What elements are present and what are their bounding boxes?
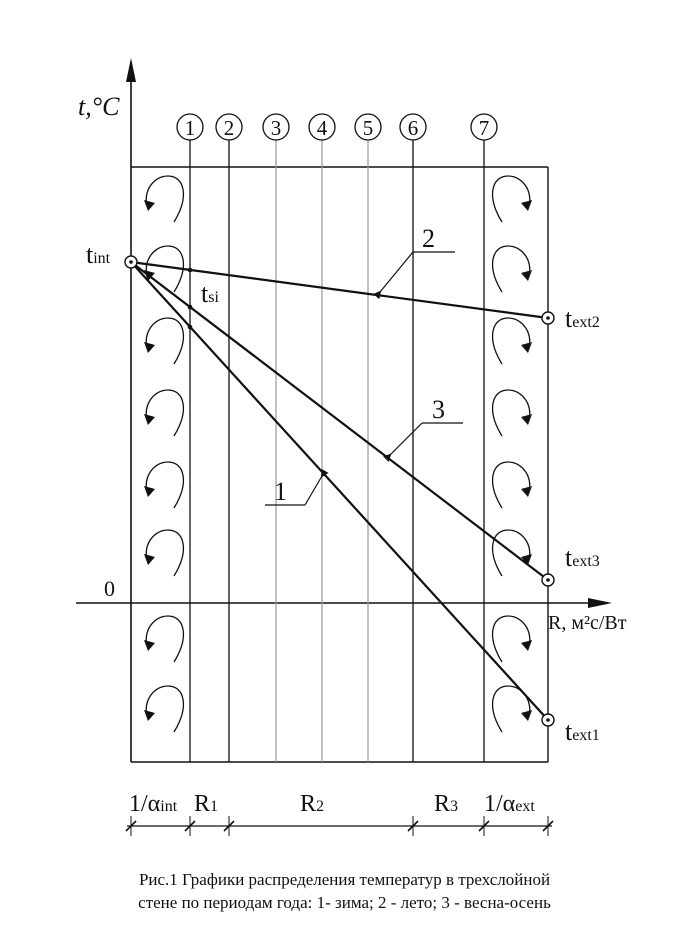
resistance-dimension-line	[125, 816, 554, 836]
caption-line-2: стене по периодам года: 1- зима; 2 - лет…	[138, 893, 551, 912]
section-marker-1: 1	[176, 113, 204, 141]
svg-text:5: 5	[363, 116, 374, 140]
convection-swirl-icon	[492, 615, 532, 663]
interior-convection-icons	[144, 175, 184, 733]
convection-swirl-icon	[144, 529, 184, 577]
convection-swirl-icon	[144, 317, 184, 365]
convection-swirl-icon	[144, 461, 184, 509]
section-marker-5: 5	[354, 113, 382, 141]
svg-text:2: 2	[422, 224, 435, 253]
svg-text:6: 6	[408, 116, 419, 140]
svg-text:3: 3	[271, 116, 282, 140]
x-axis-arrow-icon	[588, 598, 612, 608]
section-marker-6: 6	[399, 113, 427, 141]
resistance-label-r1: R1	[194, 791, 218, 817]
y-axis-arrow-icon	[126, 58, 136, 82]
origin-label: 0	[104, 576, 115, 601]
convection-swirl-icon	[144, 615, 184, 663]
figure-caption: Рис.1 Графики распределения температур в…	[0, 868, 689, 914]
callout-line-1: 1	[265, 468, 329, 506]
t-int-marker-icon	[124, 255, 138, 269]
t-ext2-label: text2	[565, 304, 600, 333]
tsi-dot-line-2	[187, 267, 193, 273]
callout-line-2: 2	[373, 224, 455, 300]
caption-line-1: Рис.1 Графики распределения температур в…	[138, 870, 551, 889]
convection-swirl-icon	[492, 245, 532, 293]
tsi-dot-line-3	[187, 304, 193, 310]
svg-text:3: 3	[432, 395, 445, 424]
convection-swirl-icon	[492, 175, 532, 223]
y-axis-label: t,°C	[78, 92, 120, 121]
svg-text:1: 1	[185, 116, 196, 140]
tsi-dot-line-1	[187, 324, 193, 330]
t-si-label: tsi	[201, 279, 219, 308]
t-ext2-marker-icon	[541, 311, 555, 325]
convection-swirl-icon	[492, 461, 532, 509]
temperature-line-2	[130, 260, 549, 320]
convection-swirl-icon	[492, 529, 532, 577]
t-ext3-label: text3	[565, 543, 600, 572]
temperature-line-1	[130, 261, 549, 721]
convection-swirl-icon	[492, 389, 532, 437]
section-marker-2: 2	[215, 113, 243, 141]
temperature-line-3	[130, 261, 549, 581]
svg-text:4: 4	[317, 116, 328, 140]
section-marker-3: 3	[262, 113, 290, 141]
svg-text:1: 1	[274, 477, 287, 506]
t-int-label: tint	[86, 240, 111, 269]
callout-line-3: 3	[382, 395, 463, 463]
temperature-distribution-diagram: t,°C R, м²с/Вт 0 1 2 3 4 5 6 7	[76, 58, 627, 836]
resistance-label-1-alpha-int: 1/αint	[129, 791, 178, 817]
x-axis-label: R, м²с/Вт	[548, 612, 627, 634]
convection-swirl-icon	[144, 685, 184, 733]
convection-swirl-icon	[144, 389, 184, 437]
convection-swirl-icon	[492, 685, 532, 733]
t-ext1-marker-icon	[541, 713, 555, 727]
resistance-label-r3: R3	[434, 791, 458, 817]
svg-text:2: 2	[224, 116, 235, 140]
t-ext3-marker-icon	[541, 573, 555, 587]
t-ext1-label: text1	[565, 717, 600, 746]
section-marker-7: 7	[470, 113, 498, 141]
section-marker-4: 4	[308, 113, 336, 141]
resistance-label-1-alpha-ext: 1/αext	[484, 791, 535, 817]
convection-swirl-icon	[144, 175, 184, 223]
exterior-convection-icons	[492, 175, 532, 733]
resistance-label-r2: R2	[300, 791, 324, 817]
svg-text:7: 7	[479, 116, 490, 140]
convection-swirl-icon	[492, 317, 532, 365]
